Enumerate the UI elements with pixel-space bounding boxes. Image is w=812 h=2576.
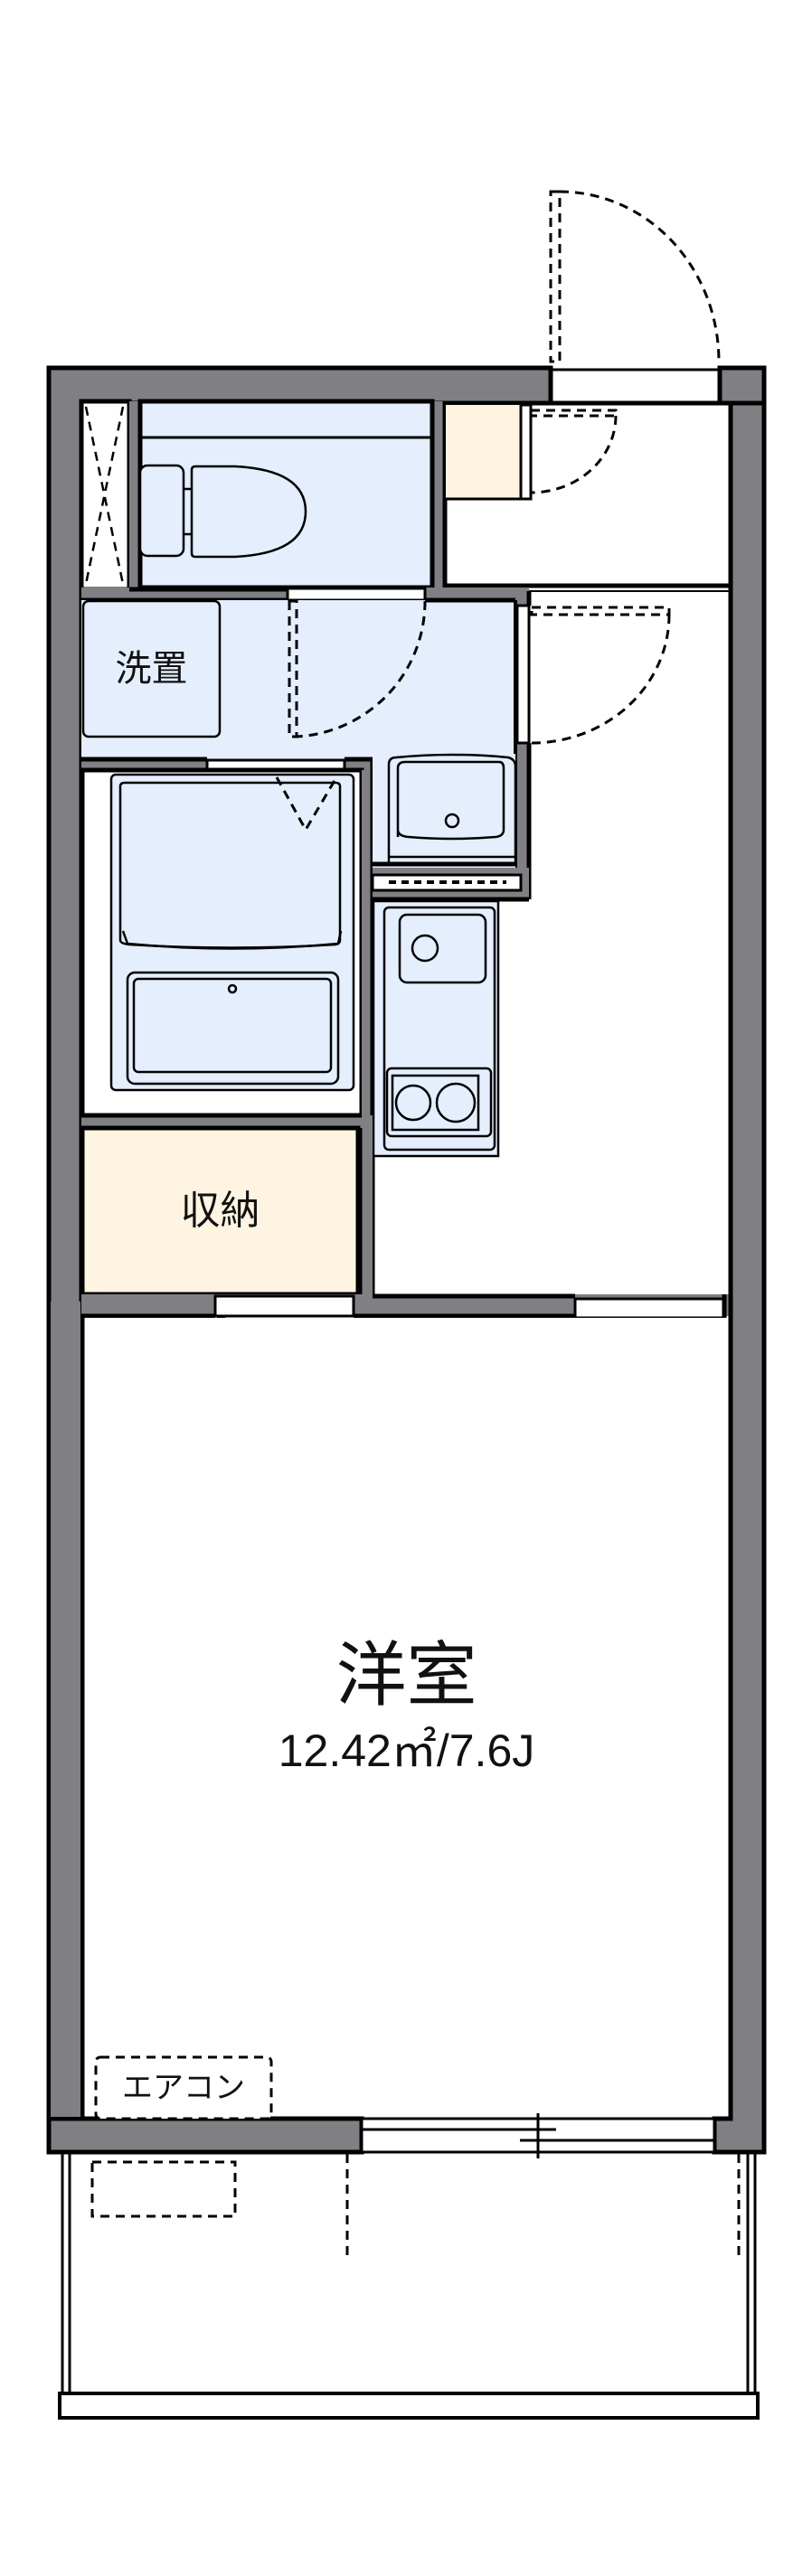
air-conditioner <box>94 2055 273 2120</box>
stove-icon <box>385 1067 493 1138</box>
balcony-window[interactable] <box>360 2113 716 2158</box>
storage-door-opening <box>213 1294 355 1318</box>
wash-door <box>530 606 671 745</box>
kitchen-counter <box>372 899 500 1158</box>
entrance-door <box>549 190 721 363</box>
toilet-room <box>137 399 435 590</box>
toilet-icon <box>138 464 307 559</box>
ac-label-text: エアコン <box>122 2070 245 2106</box>
washer-space-label: 洗置 <box>83 601 220 737</box>
room-area: 12.42㎡/7.6J <box>278 1725 535 1776</box>
room-door-opening <box>573 1297 726 1320</box>
kitchen-floor <box>373 1157 731 1294</box>
washer-space <box>81 599 222 738</box>
duct-strip <box>371 868 529 902</box>
wash-area <box>81 597 515 761</box>
toilet-door-opening <box>286 587 427 602</box>
shoe-cabinet <box>446 403 618 501</box>
outdoor-unit <box>90 2160 237 2218</box>
bathroom <box>80 759 375 1166</box>
washer-label-text: 洗置 <box>115 648 188 690</box>
air-conditioner-label: エアコン <box>96 2057 271 2119</box>
storage-closet <box>80 1125 373 1300</box>
room-name: 洋室 <box>335 1635 477 1716</box>
balcony <box>58 2152 760 2420</box>
western-room <box>82 1318 731 2119</box>
storage-label-text: 収納 <box>180 1188 260 1234</box>
toilet-door <box>288 599 427 738</box>
entrance-area <box>442 400 733 592</box>
storage-label: 収納 <box>82 1128 358 1294</box>
wash-basin <box>373 753 517 868</box>
pipe-space <box>79 399 132 592</box>
kitchen-sink-icon <box>398 913 487 984</box>
wash-door-opening <box>515 604 531 745</box>
unit-bath-icon <box>109 773 355 1092</box>
